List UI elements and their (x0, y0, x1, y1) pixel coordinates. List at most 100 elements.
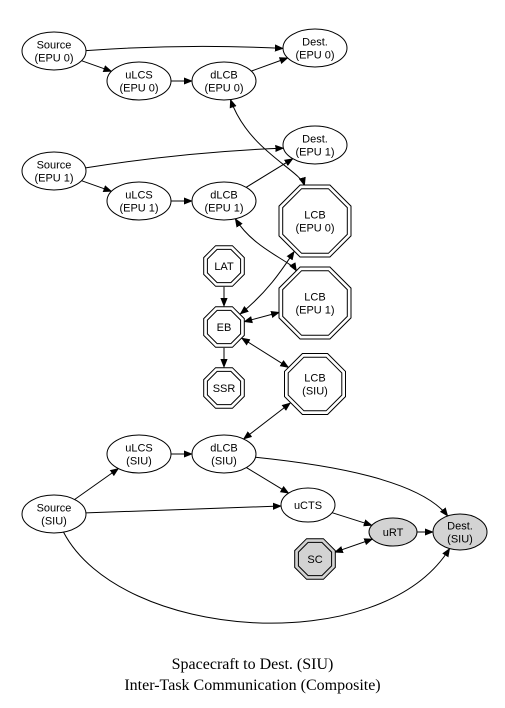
node-label-line: uCTS (294, 500, 322, 512)
node-shape-octagon-inner (282, 188, 348, 254)
node-src-epu0[interactable]: Source(EPU 0) (21, 31, 87, 71)
node-label-line: LCB (304, 373, 325, 385)
node-shape-ellipse (282, 28, 348, 68)
node-shape-ellipse (191, 434, 257, 474)
node-shape-ellipse (432, 513, 488, 551)
node-label-line: SSR (213, 383, 236, 395)
node-label-line: LCB (304, 210, 325, 222)
node-lcb-siu[interactable]: LCB(SIU) (284, 353, 346, 415)
edge-ucts-to-urt (331, 512, 373, 527)
node-label-line: Source (37, 40, 72, 52)
node-label-line: (EPU 1) (295, 305, 334, 317)
node-shape-octagon-outer (203, 245, 245, 287)
edge-dlcb-epu0-to-dest-epu0 (251, 57, 289, 72)
node-label-line: dLCB (210, 190, 238, 202)
edge-src-epu1-to-dest-epu1 (85, 144, 285, 169)
node-label-line: Dest. (302, 37, 328, 49)
nodes-layer: Source(EPU 0)Dest.(EPU 0)uLCS(EPU 0)dLCB… (21, 28, 488, 580)
node-label-line: dLCB (210, 443, 238, 455)
node-dest-epu0[interactable]: Dest.(EPU 0) (282, 28, 348, 68)
edge-src-epu0-to-ulcs-epu0 (81, 60, 113, 72)
node-shape-octagon-inner (206, 370, 242, 406)
node-eb[interactable]: EB (203, 306, 245, 348)
node-label-line: uRT (383, 527, 404, 539)
node-shape-ellipse (21, 31, 87, 71)
edge-dlcb-siu-to-lcb-siu (242, 402, 291, 440)
caption-subtitle: Inter-Task Communication (Composite) (124, 677, 381, 694)
node-shape-octagon-inner (282, 270, 348, 336)
node-ulcs-epu0[interactable]: uLCS(EPU 0) (106, 61, 172, 101)
node-shape-octagon-inner (287, 356, 343, 412)
node-label-line: (EPU 0) (295, 50, 334, 62)
node-dlcb-epu1[interactable]: dLCB(EPU 1) (191, 181, 257, 221)
node-shape-ellipse (368, 517, 418, 547)
node-dest-siu[interactable]: Dest.(SIU) (432, 513, 488, 551)
node-label-line: (SIU) (447, 534, 473, 546)
node-shape-octagon-outer (294, 538, 336, 580)
node-ssr[interactable]: SSR (203, 367, 245, 409)
node-shape-ellipse (106, 434, 172, 474)
node-shape-ellipse (21, 151, 87, 191)
node-shape-octagon-outer (278, 266, 352, 340)
node-src-siu[interactable]: Source(SIU) (21, 494, 87, 534)
node-label-line: (EPU 0) (204, 83, 243, 95)
edge-dlcb-epu0-to-lcb-epu0 (229, 98, 306, 187)
edge-eb-to-lcb-epu1 (243, 311, 281, 324)
node-urt[interactable]: uRT (368, 517, 418, 547)
node-shape-octagon-outer (278, 184, 352, 258)
edge-src-siu-to-ulcs-siu (74, 467, 120, 500)
node-label-line: LAT (214, 261, 234, 273)
node-dlcb-epu0[interactable]: dLCB(EPU 0) (191, 61, 257, 101)
edge-eb-to-lcb-siu (240, 337, 290, 368)
node-dlcb-siu[interactable]: dLCB(SIU) (191, 434, 257, 474)
node-ulcs-epu1[interactable]: uLCS(EPU 1) (106, 181, 172, 221)
edge-sc-to-urt (333, 538, 374, 553)
node-shape-ellipse (191, 61, 257, 101)
edge-src-epu0-to-dest-epu0 (85, 44, 284, 52)
node-label-line: (SIU) (41, 516, 67, 528)
edges-layer (63, 44, 451, 624)
node-shape-octagon-outer (203, 367, 245, 409)
node-shape-ellipse (106, 181, 172, 221)
node-shape-ellipse (280, 487, 336, 523)
node-label-line: dLCB (210, 70, 238, 82)
edge-dlcb-siu-to-dest-siu (255, 456, 449, 517)
node-shape-ellipse (282, 125, 348, 165)
node-shape-ellipse (191, 181, 257, 221)
node-shape-octagon-inner (297, 541, 333, 577)
node-label-line: (EPU 1) (34, 173, 73, 185)
node-label-line: (EPU 0) (295, 223, 334, 235)
node-label-line: Source (37, 160, 72, 172)
node-label-line: (EPU 0) (119, 83, 158, 95)
node-label-line: (EPU 1) (295, 147, 334, 159)
node-sc[interactable]: SC (294, 538, 336, 580)
node-label-line: LCB (304, 292, 325, 304)
caption-title: Spacecraft to Dest. (SIU) (171, 656, 334, 673)
node-label-line: (SIU) (211, 456, 237, 468)
edge-src-siu-to-ucts (85, 502, 282, 514)
node-ucts[interactable]: uCTS (280, 487, 336, 523)
node-shape-octagon-inner (206, 248, 242, 284)
node-label-line: (SIU) (126, 456, 152, 468)
node-dest-epu1[interactable]: Dest.(EPU 1) (282, 125, 348, 165)
node-label-line: Dest. (447, 521, 473, 533)
edge-src-epu1-to-ulcs-epu1 (81, 180, 113, 192)
edge-src-siu-to-dest-siu (63, 531, 451, 624)
node-label-line: uLCS (125, 190, 153, 202)
node-src-epu1[interactable]: Source(EPU 1) (21, 151, 87, 191)
node-label-line: (EPU 1) (119, 203, 158, 215)
node-label-line: (SIU) (302, 386, 328, 398)
node-label-line: EB (217, 322, 232, 334)
node-label-line: (EPU 0) (34, 53, 73, 65)
edge-dlcb-epu1-to-dest-epu1 (245, 158, 294, 188)
node-label-line: uLCS (125, 443, 153, 455)
node-ulcs-siu[interactable]: uLCS(SIU) (106, 434, 172, 474)
node-label-line: (EPU 1) (204, 203, 243, 215)
node-lat[interactable]: LAT (203, 245, 245, 287)
node-label-line: Source (37, 503, 72, 515)
node-lcb-epu1[interactable]: LCB(EPU 1) (278, 266, 352, 340)
node-shape-ellipse (21, 494, 87, 534)
node-shape-octagon-outer (284, 353, 346, 415)
node-lcb-epu0[interactable]: LCB(EPU 0) (278, 184, 352, 258)
